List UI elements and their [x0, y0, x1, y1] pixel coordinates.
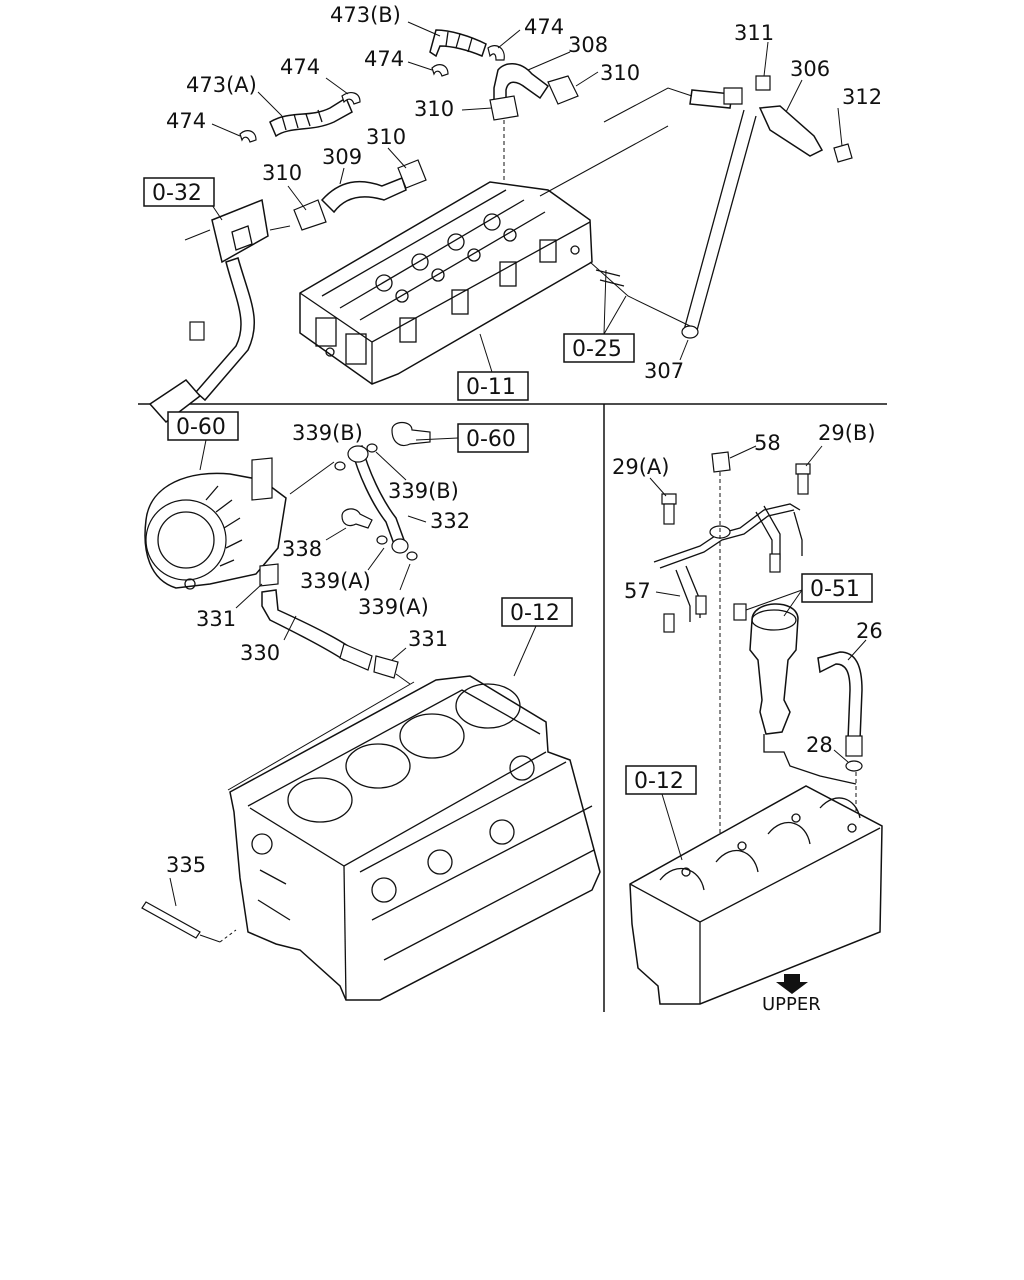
- svg-text:0-25: 0-25: [572, 337, 622, 362]
- svg-text:0-12: 0-12: [634, 769, 684, 794]
- label-311: 311: [734, 21, 774, 45]
- hose-473b: [429, 29, 579, 121]
- cylinder-block-lower: [629, 785, 883, 1005]
- label-26: 26: [856, 619, 883, 643]
- cylinder-head: [299, 181, 593, 385]
- ref-box-0-60-left[interactable]: 0-60: [167, 411, 239, 441]
- ref-box-0-12-left[interactable]: 0-12: [501, 597, 573, 627]
- label-339a-2: 339(A): [358, 595, 429, 619]
- label-310-mid: 310: [366, 125, 406, 149]
- cylinder-block: [229, 675, 601, 1001]
- label-58: 58: [754, 431, 781, 455]
- leaders-bottom-left: [169, 437, 537, 907]
- label-309: 309: [322, 145, 362, 169]
- upper-direction-arrow: [776, 974, 808, 994]
- upper-label: UPPER: [762, 994, 821, 1015]
- label-310-center: 310: [414, 97, 454, 121]
- svg-text:0-11: 0-11: [466, 375, 516, 400]
- vacuum-pump: [144, 457, 287, 590]
- label-57: 57: [624, 579, 651, 603]
- label-308: 308: [568, 33, 608, 57]
- label-338: 338: [282, 537, 322, 561]
- ref-box-0-60-right[interactable]: 0-60: [457, 423, 529, 453]
- svg-text:0-32: 0-32: [152, 181, 202, 206]
- label-331-1: 331: [196, 607, 236, 631]
- label-307: 307: [644, 359, 684, 383]
- ref-box-0-12-right[interactable]: 0-12: [625, 765, 697, 795]
- label-28: 28: [806, 733, 833, 757]
- svg-text:0-12: 0-12: [510, 601, 560, 626]
- label-332: 332: [430, 509, 470, 533]
- oil-filter-element: [733, 603, 857, 785]
- label-330: 330: [240, 641, 280, 665]
- label-474-a: 474: [280, 55, 320, 79]
- label-474-mid: 474: [364, 47, 404, 71]
- stud-335: [141, 901, 237, 943]
- label-474-left: 474: [166, 109, 206, 133]
- label-310-right: 310: [600, 61, 640, 85]
- label-474-top: 474: [524, 15, 564, 39]
- hose-330: [259, 563, 411, 685]
- ref-box-0-11[interactable]: 0-11: [457, 371, 529, 401]
- label-339b-1: 339(B): [292, 421, 363, 445]
- svg-text:0-60: 0-60: [466, 427, 516, 452]
- svg-text:0-51: 0-51: [810, 577, 860, 602]
- label-310-left: 310: [262, 161, 302, 185]
- svg-text:0-60: 0-60: [176, 415, 226, 440]
- label-335: 335: [166, 853, 206, 877]
- ref-box-0-32[interactable]: 0-32: [143, 177, 215, 207]
- label-29a: 29(A): [612, 455, 669, 479]
- label-473a: 473(A): [186, 73, 257, 97]
- label-339a-1: 339(A): [300, 569, 371, 593]
- leaders-top: [211, 21, 843, 373]
- label-339b-2: 339(B): [388, 479, 459, 503]
- ref-box-0-25[interactable]: 0-25: [563, 333, 635, 363]
- ref-box-0-51[interactable]: 0-51: [801, 573, 873, 603]
- label-473b: 473(B): [330, 3, 401, 27]
- label-29b: 29(B): [818, 421, 876, 445]
- hose-309: [293, 159, 427, 231]
- water-pipe-306: [589, 75, 853, 339]
- bypass-pipe: [148, 198, 291, 424]
- hose-473a: [239, 92, 361, 143]
- label-331-2: 331: [408, 627, 448, 651]
- bolts-29-58: [661, 451, 811, 852]
- label-312: 312: [842, 85, 882, 109]
- leaders-bottom-right: [649, 445, 867, 861]
- label-306: 306: [790, 57, 830, 81]
